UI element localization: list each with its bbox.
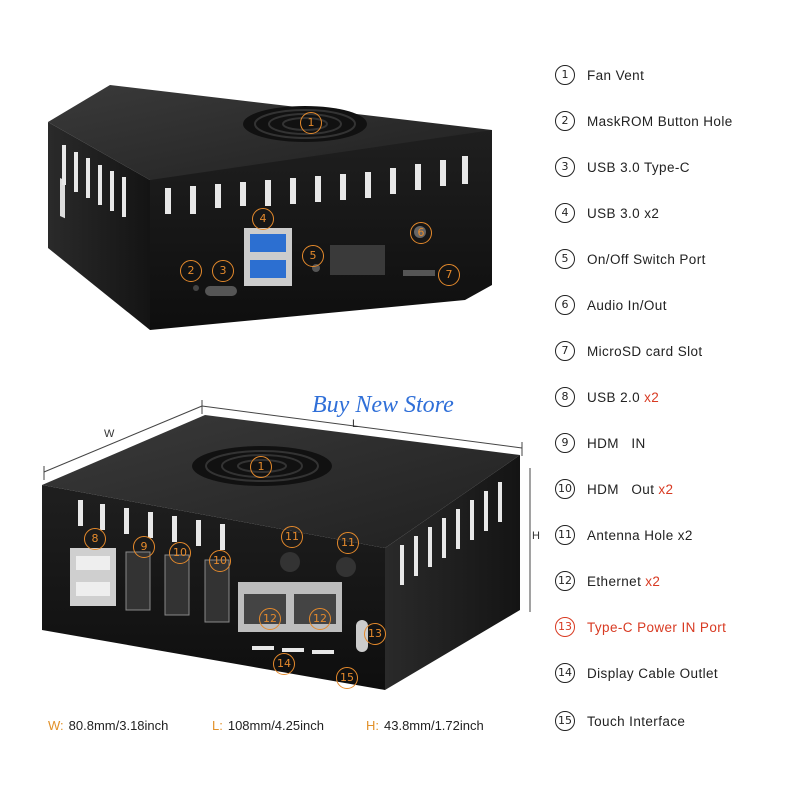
callout-ethernet-2: 12 bbox=[309, 608, 331, 630]
dim-letter-h: H bbox=[532, 530, 540, 542]
store-watermark: Buy New Store bbox=[312, 392, 454, 418]
legend-label: On/Off Switch Port bbox=[587, 251, 706, 267]
legend-number: 8 bbox=[555, 387, 575, 407]
usb-c-port-top bbox=[205, 286, 237, 296]
dimension-value: 80.8mm/3.18inch bbox=[68, 718, 169, 733]
callout-type-c-power: 13 bbox=[364, 623, 386, 645]
speaker-grille bbox=[330, 245, 385, 275]
callout-fan-vent-top: 1 bbox=[300, 112, 322, 134]
dimension-value: 108mm/4.25inch bbox=[227, 718, 324, 733]
legend-label: Fan Vent bbox=[587, 67, 645, 83]
dimension-key: W: bbox=[48, 718, 64, 733]
legend-item: 2 MaskROM Button Hole bbox=[555, 106, 733, 136]
legend-number: 2 bbox=[555, 111, 575, 131]
legend-label: USB 3.0 Type-C bbox=[587, 159, 690, 175]
legend-label-text: Ethernet bbox=[587, 573, 642, 589]
legend-label-text: USB 2.0 bbox=[587, 389, 641, 405]
legend-label: MicroSD card Slot bbox=[587, 343, 703, 359]
legend-item: 11 Antenna Hole x2 bbox=[555, 520, 693, 550]
callout-antenna-1: 11 bbox=[281, 526, 303, 548]
callout-switch: 5 bbox=[302, 245, 324, 267]
legend-label: HDM IN bbox=[587, 435, 646, 451]
dimension-key: L: bbox=[212, 718, 223, 733]
legend-label: USB 3.0 x2 bbox=[587, 205, 660, 221]
legend-number: 4 bbox=[555, 203, 575, 223]
legend-item: 3 USB 3.0 Type-C bbox=[555, 152, 690, 182]
dim-letter-l: L bbox=[352, 418, 359, 430]
callout-ethernet-1: 12 bbox=[259, 608, 281, 630]
callout-fan-vent-front: 1 bbox=[250, 456, 272, 478]
legend-item: 1 Fan Vent bbox=[555, 60, 644, 90]
dimension-length: L: 108mm/4.25inch bbox=[212, 718, 324, 733]
legend-suffix: x2 bbox=[645, 573, 661, 589]
callout-hdmi-out-2: 10 bbox=[209, 550, 231, 572]
legend-number: 1 bbox=[555, 65, 575, 85]
legend-item-highlight: 13 Type-C Power IN Port bbox=[555, 612, 726, 642]
legend-item: 5 On/Off Switch Port bbox=[555, 244, 706, 274]
callout-usb2: 8 bbox=[84, 528, 106, 550]
legend-label: Antenna Hole x2 bbox=[587, 527, 693, 543]
legend-suffix: x2 bbox=[644, 389, 660, 405]
legend-label: Type-C Power IN Port bbox=[587, 619, 727, 635]
legend-number: 7 bbox=[555, 341, 575, 361]
dimension-key: H: bbox=[366, 718, 379, 733]
legend-label: Audio In/Out bbox=[587, 297, 667, 313]
legend-suffix: x2 bbox=[658, 481, 674, 497]
dimension-value: 43.8mm/1.72inch bbox=[384, 718, 484, 733]
top-view-case bbox=[48, 85, 492, 330]
callout-audio: 6 bbox=[410, 222, 432, 244]
callout-touch: 15 bbox=[336, 667, 358, 689]
callout-usb-c: 3 bbox=[212, 260, 234, 282]
legend-number: 5 bbox=[555, 249, 575, 269]
legend-item: 15 Touch Interface bbox=[555, 706, 685, 736]
callout-usb3: 4 bbox=[252, 208, 274, 230]
legend-label: MaskROM Button Hole bbox=[587, 113, 733, 129]
dimension-width: W: 80.8mm/3.18inch bbox=[48, 718, 168, 733]
legend-number: 9 bbox=[555, 433, 575, 453]
display-cable-outlet bbox=[252, 646, 334, 654]
legend-label: Touch Interface bbox=[587, 713, 686, 729]
legend-number: 12 bbox=[555, 571, 575, 591]
dim-letter-w: W bbox=[104, 428, 115, 440]
callout-hdmi-in: 9 bbox=[133, 536, 155, 558]
legend-label-text: HDM Out bbox=[587, 481, 655, 497]
hdmi-in-port bbox=[125, 551, 151, 611]
legend-item: 7 MicroSD card Slot bbox=[555, 336, 703, 366]
hdmi-out-port-1 bbox=[164, 554, 190, 616]
legend-number: 10 bbox=[555, 479, 575, 499]
dimension-lines bbox=[43, 400, 531, 612]
legend-item: 6 Audio In/Out bbox=[555, 290, 667, 320]
legend-number: 15 bbox=[555, 711, 575, 731]
legend-item: 14 Display Cable Outlet bbox=[555, 658, 718, 688]
legend-label: Display Cable Outlet bbox=[587, 665, 719, 681]
legend-item: 9 HDM IN bbox=[555, 428, 646, 458]
legend-number: 6 bbox=[555, 295, 575, 315]
legend-number: 3 bbox=[555, 157, 575, 177]
dimension-height: H: 43.8mm/1.72inch bbox=[366, 718, 484, 733]
callout-hdmi-out-1: 10 bbox=[169, 542, 191, 564]
callout-display-outlet: 14 bbox=[273, 653, 295, 675]
legend-number: 11 bbox=[555, 525, 575, 545]
legend-number: 14 bbox=[555, 663, 575, 683]
callout-antenna-2: 11 bbox=[337, 532, 359, 554]
front-view-case bbox=[42, 415, 520, 690]
legend-item: 4 USB 3.0 x2 bbox=[555, 198, 659, 228]
top-front-vents bbox=[165, 156, 468, 214]
legend-number: 13 bbox=[555, 617, 575, 637]
callout-microsd: 7 bbox=[438, 264, 460, 286]
callout-maskrom: 2 bbox=[180, 260, 202, 282]
usb3-ports bbox=[244, 228, 292, 286]
